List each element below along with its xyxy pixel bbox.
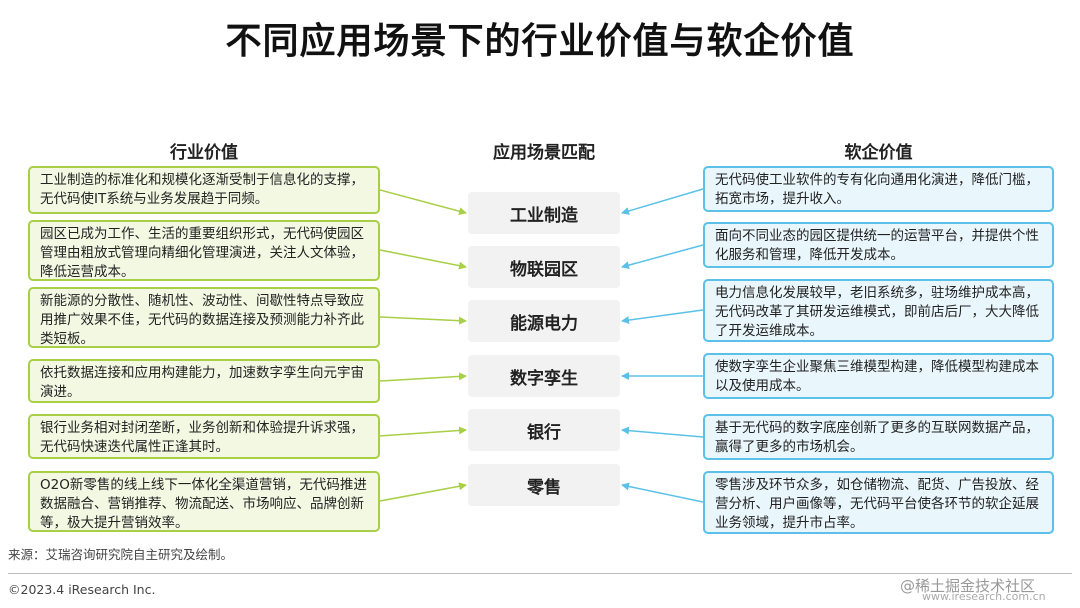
copyright: ©2023.4 iResearch Inc. (8, 582, 156, 597)
footer-divider (8, 573, 1072, 574)
vendor-value-box: 电力信息化发展较早，老旧系统多，驻场维护成本高，无代码改革了其研发运维模式，即前… (703, 279, 1054, 342)
scene-box: 工业制造 (468, 192, 620, 234)
arrow-vendor-3 (621, 309, 704, 325)
vendor-value-box: 面向不同业态的园区提供统一的运营平台，并提供个性化服务和管理，降低开发成本。 (703, 222, 1054, 268)
industry-value-box: O2O新零售的线上线下一体化全渠道营销，无代码推进数据融合、营销推荐、物流配送、… (28, 471, 380, 532)
scene-box: 银行 (468, 409, 620, 451)
industry-value-box: 新能源的分散性、随机性、波动性、间歇性特点导致应用推广效果不佳，无代码的数据连接… (28, 287, 380, 348)
vendor-value-box: 基于无代码的数字底座创新了更多的互联网数据产品，赢得了更多的市场机会。 (703, 414, 1054, 460)
scene-box: 物联园区 (468, 246, 620, 288)
scene-box: 数字孪生 (468, 355, 620, 397)
header-scene-match: 应用场景匹配 (493, 143, 595, 163)
vendor-value-box: 使数字孪生企业聚焦三维模型构建，降低模型构建成本以及使用成本。 (703, 353, 1054, 399)
industry-value-box: 园区已成为工作、生活的重要组织形式，无代码使园区管理由粗放式管理向精细化管理演进… (28, 220, 380, 281)
page-title: 不同应用场景下的行业价值与软企价值 (225, 21, 855, 62)
arrow-industry-6 (379, 482, 467, 502)
industry-value-box: 工业制造的标准化和规模化逐渐受制于信息化的支撑，无代码使IT系统与业务发展趋于同… (28, 166, 380, 214)
arrow-industry-3 (379, 316, 467, 325)
industry-value-box: 依托数据连接和应用构建能力，加速数字孪生向元宇宙演进。 (28, 359, 380, 403)
watermark: @稀土掘金技术社区 (900, 577, 1036, 595)
arrow-vendor-5 (621, 426, 704, 438)
scene-box: 能源电力 (468, 300, 620, 342)
arrow-vendor-2 (621, 244, 704, 270)
vendor-value-box: 无代码使工业软件的专有化向通用化演进，降低门槛，拓宽市场，提升收入。 (703, 166, 1054, 212)
arrow-vendor-6 (621, 482, 704, 503)
header-industry-value: 行业价值 (170, 143, 238, 163)
scene-box: 零售 (468, 464, 620, 506)
arrow-industry-2 (379, 249, 467, 270)
source-note: 来源：艾瑞咨询研究院自主研究及绘制。 (8, 547, 234, 562)
industry-value-box: 银行业务相对封闭垄断，业务创新和体验提升诉求强，无代码快速迭代属性正逢其时。 (28, 414, 380, 459)
arrow-vendor-1 (621, 188, 704, 215)
arrow-industry-5 (379, 426, 467, 437)
header-vendor-value: 软企价值 (844, 143, 913, 163)
arrow-industry-1 (379, 189, 467, 216)
watermark-url: www.iresearch.com.cn (922, 590, 1046, 603)
arrow-industry-4 (379, 372, 467, 382)
vendor-value-box: 零售涉及环节众多，如仓储物流、配货、广告投放、经营分析、用户画像等，无代码平台使… (703, 471, 1054, 534)
